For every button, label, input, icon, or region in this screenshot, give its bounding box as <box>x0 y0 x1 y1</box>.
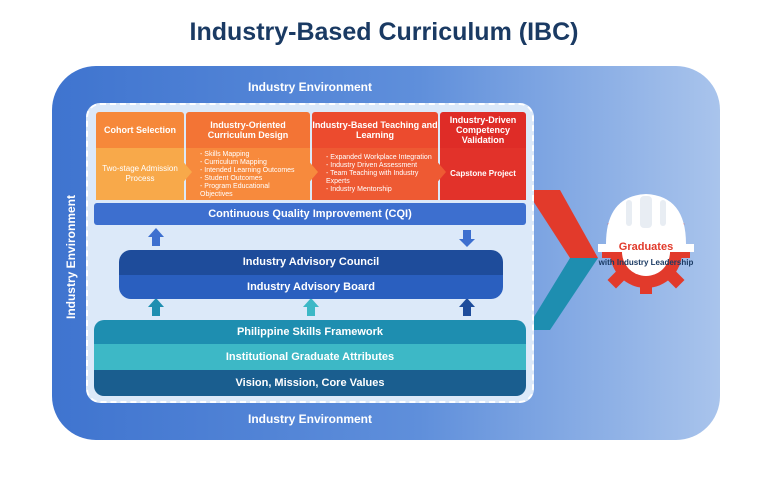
cohort-selection-header: Cohort Selection <box>96 112 184 148</box>
chevron-right-icon <box>180 158 192 186</box>
graduates-subtitle: with Industry Leadership <box>598 258 694 267</box>
list-item: - Industry Driven Assessment <box>326 162 418 169</box>
list-item: - Student Outcomes <box>200 175 263 182</box>
arrow-up-icon <box>148 228 164 246</box>
competency-validation-header: Industry-Driven Competency Validation <box>440 112 526 148</box>
environment-label-top: Industry Environment <box>247 80 372 94</box>
institutional-graduate-attributes: Institutional Graduate Attributes <box>94 344 526 370</box>
cqi-bar: Continuous Quality Improvement (CQI) <box>94 203 526 225</box>
industry-advisory-council: Industry Advisory Council <box>119 250 503 275</box>
arrow-up-icon <box>148 298 164 316</box>
vision-mission-values: Vision, Mission, Core Values <box>94 370 526 396</box>
teaching-learning-body: - Expanded Workplace Integration - Indus… <box>312 148 438 200</box>
list-item: - Industry Mentorship <box>326 186 392 193</box>
list-item: - Program Educational Objectives <box>200 183 270 198</box>
arrow-down-icon <box>459 230 475 247</box>
chevron-right-icon <box>306 158 318 186</box>
arrow-up-icon <box>459 298 475 316</box>
list-item: - Skills Mapping <box>200 151 250 158</box>
teal-connector <box>526 258 598 330</box>
curriculum-design-body: - Skills Mapping - Curriculum Mapping - … <box>186 148 310 200</box>
red-connector <box>526 190 598 258</box>
list-item: - Expanded Workplace Integration <box>326 154 432 161</box>
list-item: - Team Teaching with Industry Experts <box>326 170 419 185</box>
list-item: - Intended Learning Outcomes <box>200 167 295 174</box>
competency-validation-body: Capstone Project <box>440 148 526 200</box>
cohort-selection-body: Two-stage Admission Process <box>96 148 184 200</box>
list-item: - Curriculum Mapping <box>200 159 267 166</box>
gear-helmet-icon <box>598 194 694 294</box>
environment-label-bottom: Industry Environment <box>247 412 372 426</box>
arrow-up-icon <box>303 298 319 316</box>
philippine-skills-framework: Philippine Skills Framework <box>94 320 526 344</box>
chevron-right-icon <box>434 158 446 186</box>
teaching-learning-header: Industry-Based Teaching and Learning <box>312 112 438 148</box>
graduates-label: Graduates <box>618 241 674 253</box>
curriculum-design-header: Industry-Oriented Curriculum Design <box>186 112 310 148</box>
industry-advisory-board: Industry Advisory Board <box>119 275 503 299</box>
diagram-title: Industry-Based Curriculum (IBC) <box>189 18 579 46</box>
